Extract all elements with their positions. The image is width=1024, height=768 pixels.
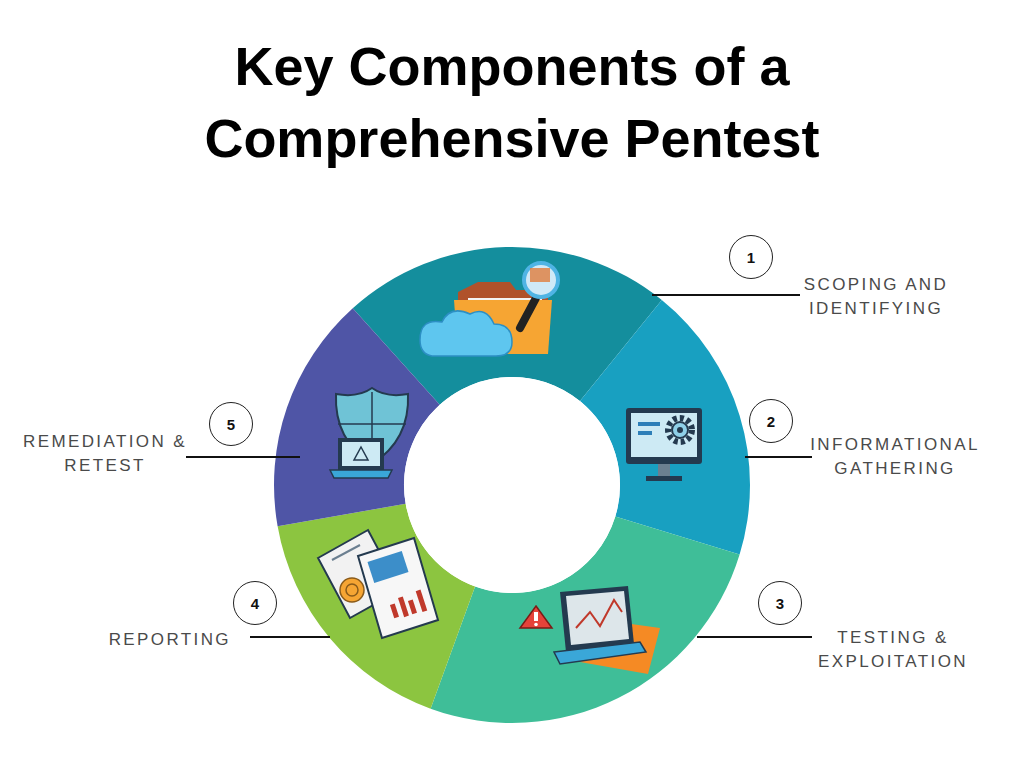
step-label: REPORTING (31, 628, 231, 652)
step-number-circle: 3 (758, 581, 802, 625)
shield-laptop-icon (330, 388, 408, 478)
leader-line (250, 636, 330, 638)
monitor-icon (626, 408, 702, 481)
leader-line (652, 294, 800, 296)
callout-number: 1 (747, 249, 755, 266)
callout-number: 5 (227, 416, 235, 433)
leader-line (745, 456, 812, 458)
callout-number: 4 (251, 595, 259, 612)
donut-chart (274, 247, 750, 723)
leader-line (697, 636, 812, 638)
step-number-circle: 5 (209, 402, 253, 446)
documents-icon (318, 530, 438, 638)
step-label: TESTING & EXPLOITATION (801, 626, 986, 674)
callout-number: 3 (776, 595, 784, 612)
callout-number: 2 (767, 413, 775, 430)
leader-lines (186, 295, 812, 637)
step-number-circle: 2 (749, 399, 793, 443)
step-number-circle: 1 (729, 235, 773, 279)
title: Key Components of a Comprehensive Pentes… (162, 30, 862, 174)
leader-line (186, 456, 300, 458)
folder-icon (420, 263, 558, 356)
step-number-circle: 4 (233, 581, 277, 625)
laptop-warning-icon (520, 586, 660, 674)
step-label: REMEDIATION & RETEST (9, 430, 201, 478)
step-label: INFORMATIONAL GATHERING (795, 433, 995, 481)
step-label: SCOPING AND IDENTIFYING (781, 273, 971, 321)
donut-hole (404, 377, 620, 593)
